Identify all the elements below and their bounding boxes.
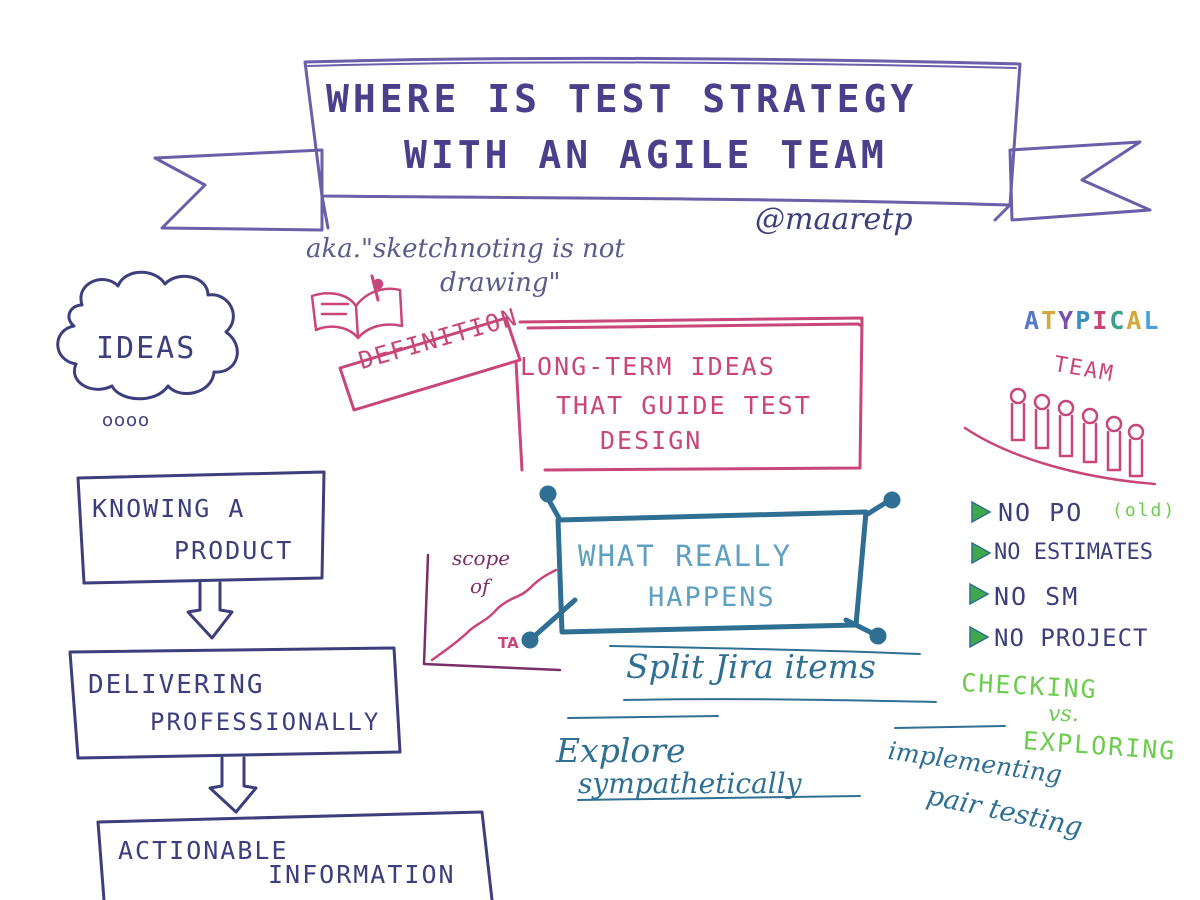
atypical-letter: A — [1126, 306, 1144, 335]
atypical-letter: Y — [1058, 306, 1076, 335]
ideas-cloud — [56, 270, 239, 401]
explore-line-2: sympathetically — [578, 767, 802, 800]
atypical-letter: A — [1024, 306, 1042, 335]
split-items-note: Split Jira items — [626, 647, 876, 686]
actionable-line-2: INFORMATION — [268, 860, 456, 889]
scope-axis-label: TA — [498, 634, 519, 652]
bullet-triangles — [969, 500, 992, 649]
long-term-ideas-box — [514, 316, 864, 472]
atypical-letter: C — [1109, 306, 1127, 335]
definition-text-line-2: THAT GUIDE TEST — [556, 391, 812, 420]
title-banner — [153, 56, 1152, 232]
ideas-thought-dots: oooo — [102, 410, 151, 431]
people-group-icon — [963, 387, 1157, 486]
knowing-box — [76, 470, 326, 585]
delivering-line-2: PROFESSIONALLY — [150, 708, 381, 736]
checking-line-1: CHECKING — [960, 668, 1099, 705]
scope-chart — [422, 553, 562, 672]
teal-guide-lines — [567, 645, 1006, 801]
title-line-2: WITH AN AGILE TEAM — [404, 133, 888, 177]
flow-arrow-1 — [186, 581, 234, 640]
flow-arrow-2 — [208, 756, 258, 814]
aka-line-2: drawing" — [440, 268, 561, 298]
what-really-happens-line-2: HAPPENS — [648, 582, 776, 613]
scope-label-line-1: scope — [452, 546, 511, 570]
checking-line-2: vs. — [1048, 702, 1079, 727]
knowing-line-1: KNOWING A — [92, 494, 246, 523]
what-really-happens-box — [521, 485, 901, 649]
knowing-line-2: PRODUCT — [174, 536, 294, 565]
definition-tag — [338, 316, 522, 412]
actionable-box — [96, 810, 494, 900]
atypical-word: ATYPICAL — [1024, 308, 1161, 333]
bullet-no-po-note: (old) — [1112, 500, 1177, 521]
definition-text-line-3: DESIGN — [600, 426, 703, 455]
explore-line-1: Explore — [556, 731, 686, 770]
bullet-no-project: NO PROJECT — [994, 624, 1149, 652]
atypical-letter: L — [1143, 306, 1161, 335]
atypical-letter: T — [1041, 306, 1059, 335]
what-really-happens-line-1: WHAT REALLY — [578, 539, 793, 573]
author-handle: @maaretp — [755, 202, 913, 237]
definition-text-line-1: LONG-TERM IDEAS — [520, 352, 776, 381]
bullet-no-estimates: NO ESTIMATES — [994, 540, 1153, 565]
bullet-no-po: NO PO — [998, 498, 1084, 527]
atypical-letter: I — [1092, 306, 1110, 335]
ideas-label: IDEAS — [96, 331, 197, 366]
delivering-line-1: DELIVERING — [88, 670, 265, 700]
delivering-box — [68, 646, 402, 760]
actionable-line-1: ACTIONABLE — [118, 836, 289, 865]
scope-label-line-2: of — [470, 574, 490, 598]
book-icon — [310, 274, 404, 340]
bullet-no-sm: NO SM — [994, 582, 1080, 611]
aka-line-1: aka."sketchnoting is not — [306, 234, 625, 264]
atypical-letter: P — [1075, 306, 1093, 335]
title-line-1: WHERE IS TEST STRATEGY — [326, 77, 918, 121]
